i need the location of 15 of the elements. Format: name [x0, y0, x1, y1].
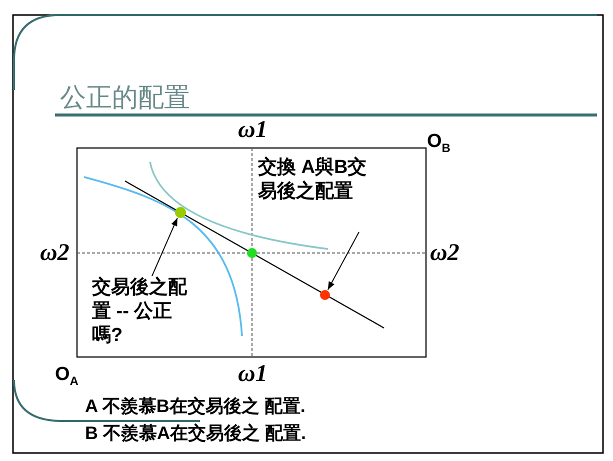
- annotation-text: 交易後之配置 -- 公正嗎?: [92, 276, 188, 348]
- arrow: [327, 232, 360, 290]
- annotation-text: 交換 A與B交易後之配置: [258, 156, 368, 204]
- omega-label: ω2: [430, 240, 460, 267]
- omega-label: ω1: [238, 117, 268, 144]
- omega-label: ω1: [238, 361, 268, 388]
- slide-title: 公正的配置: [60, 81, 190, 114]
- origin-label: O$_{A}$: [55, 364, 78, 388]
- statement-text: A 不羨慕B在交易後之 配置.: [85, 395, 306, 418]
- allocation-dot: [174, 206, 186, 218]
- omega-label: ω2: [40, 240, 70, 267]
- origin-label: O$_{B}$: [427, 131, 450, 155]
- allocation-dot: [320, 290, 330, 300]
- statement-text: B 不羨慕A在交易後之 配置.: [85, 422, 306, 445]
- arrow: [152, 217, 178, 276]
